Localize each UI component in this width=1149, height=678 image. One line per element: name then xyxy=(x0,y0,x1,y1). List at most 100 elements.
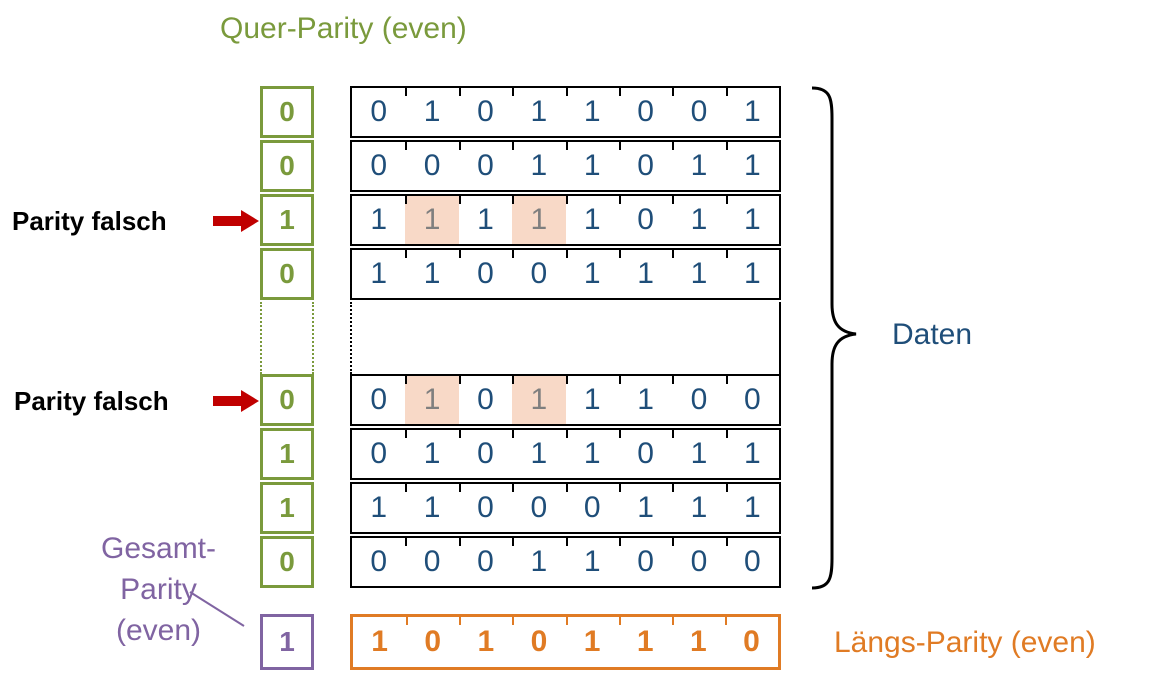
data-bit: 1 xyxy=(405,484,458,532)
data-bit: 1 xyxy=(565,250,619,298)
data-bit: 0 xyxy=(458,430,512,478)
data-bit: 0 xyxy=(672,376,725,424)
data-bit: 1 xyxy=(405,250,458,298)
data-gap xyxy=(350,302,781,374)
data-bit: 1 xyxy=(725,196,779,244)
data-bit: 1 xyxy=(565,538,619,586)
quer-parity-cell: 1 xyxy=(260,428,314,480)
data-bit: 0 xyxy=(618,196,672,244)
laengs-parity-label: Längs-Parity (even) xyxy=(834,626,1096,659)
data-bit: 1 xyxy=(405,430,458,478)
data-bit: 1 xyxy=(512,430,565,478)
gesamt-connector-line xyxy=(189,591,245,627)
data-bit: 0 xyxy=(370,437,388,470)
data-bit: 1 xyxy=(512,538,565,586)
data-bit: 0 xyxy=(672,538,725,586)
quer-parity-cell: 1 xyxy=(260,482,314,534)
parity-falsch-label: Parity falsch xyxy=(12,206,167,236)
data-bit: 1 xyxy=(725,250,779,298)
data-bit: 0 xyxy=(370,383,388,416)
data-bit: 1 xyxy=(618,484,672,532)
data-bit-highlighted: 1 xyxy=(405,376,459,424)
laengs-parity-bit: 0 xyxy=(512,617,565,667)
data-bit: 1 xyxy=(672,430,725,478)
data-bit: 0 xyxy=(405,142,458,190)
quer-parity-cell: 0 xyxy=(260,248,314,300)
red-arrow-icon xyxy=(213,210,259,232)
laengs-parity-bit: 0 xyxy=(724,617,778,667)
laengs-parity-bit: 1 xyxy=(371,625,388,658)
data-bit: 1 xyxy=(672,196,725,244)
data-bit: 1 xyxy=(458,196,512,244)
curly-brace-icon xyxy=(811,86,857,590)
data-bit: 1 xyxy=(618,376,672,424)
data-bit: 1 xyxy=(672,250,725,298)
data-bit: 1 xyxy=(565,142,619,190)
quer-parity-cell: 0 xyxy=(260,374,314,426)
data-bit: 0 xyxy=(458,484,512,532)
data-bit: 0 xyxy=(458,538,512,586)
quer-parity-cell: 0 xyxy=(260,536,314,588)
data-bit: 1 xyxy=(725,484,779,532)
data-bit: 1 xyxy=(512,142,565,190)
data-bit: 0 xyxy=(618,88,672,136)
data-bit: 0 xyxy=(725,538,779,586)
data-bit: 0 xyxy=(458,376,512,424)
quer-parity-cell: 0 xyxy=(260,86,314,138)
data-bit: 0 xyxy=(405,538,458,586)
data-bit: 0 xyxy=(458,142,512,190)
data-bit: 1 xyxy=(618,250,672,298)
data-bit: 1 xyxy=(725,142,779,190)
quer-parity-cell: 0 xyxy=(260,140,314,192)
laengs-parity-bit: 1 xyxy=(671,617,725,667)
laengs-parity-bit: 1 xyxy=(459,617,512,667)
data-bit: 1 xyxy=(405,88,458,136)
data-bit: 0 xyxy=(370,95,388,128)
quer-parity-title: Quer-Parity (even) xyxy=(220,12,467,45)
data-bit: 0 xyxy=(618,430,672,478)
data-bit-highlighted: 1 xyxy=(512,196,566,244)
data-bit: 0 xyxy=(458,250,512,298)
laengs-parity-bit: 0 xyxy=(406,617,459,667)
laengs-parity-bit: 1 xyxy=(565,617,619,667)
data-bit-highlighted: 1 xyxy=(512,376,566,424)
data-bit: 0 xyxy=(618,538,672,586)
gesamt-parity-label: Gesamt- Parity (even) xyxy=(76,528,241,651)
data-bit: 1 xyxy=(725,88,779,136)
data-bit: 1 xyxy=(672,142,725,190)
gesamt-parity-label-line: Gesamt- xyxy=(100,532,217,565)
data-bit: 0 xyxy=(512,484,565,532)
data-bit: 0 xyxy=(512,250,565,298)
data-bit: 1 xyxy=(512,88,565,136)
parity-falsch-label: Parity falsch xyxy=(14,386,169,416)
gesamt-parity-cell: 1 xyxy=(260,614,314,670)
gesamt-parity-label-line: (even) xyxy=(115,614,202,647)
data-bit: 0 xyxy=(370,545,388,578)
daten-label: Daten xyxy=(892,318,973,351)
quer-parity-gap xyxy=(260,302,314,374)
data-bit: 1 xyxy=(672,484,725,532)
data-bit: 0 xyxy=(618,142,672,190)
data-bit: 1 xyxy=(370,203,388,236)
laengs-parity-bit: 1 xyxy=(618,617,672,667)
data-bit: 1 xyxy=(370,491,388,524)
data-bit: 1 xyxy=(725,430,779,478)
data-bit: 1 xyxy=(565,88,619,136)
data-bit-highlighted: 1 xyxy=(405,196,459,244)
data-bit: 1 xyxy=(565,196,619,244)
data-bit: 0 xyxy=(725,376,779,424)
data-bit: 1 xyxy=(565,430,619,478)
red-arrow-icon xyxy=(213,390,259,412)
data-bit: 1 xyxy=(565,376,619,424)
data-bit: 0 xyxy=(458,88,512,136)
data-bit: 0 xyxy=(565,484,619,532)
